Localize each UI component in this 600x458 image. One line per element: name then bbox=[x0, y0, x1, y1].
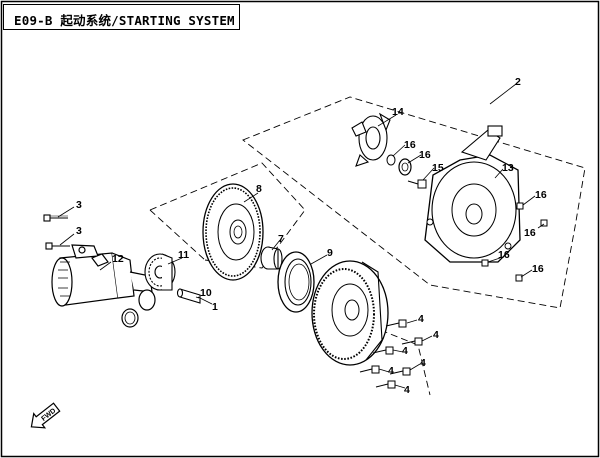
bolt-3b bbox=[45, 242, 70, 250]
leader-lines bbox=[57, 83, 545, 389]
callout-c16c: 16 bbox=[498, 249, 510, 261]
callout-c4e: 4 bbox=[388, 365, 394, 377]
washer-2 bbox=[398, 158, 412, 176]
housing-bolts bbox=[481, 202, 548, 282]
reduction-gear bbox=[202, 183, 264, 281]
pulley-bolt bbox=[407, 179, 427, 189]
shaft bbox=[176, 288, 201, 304]
callout-c9: 11 bbox=[178, 249, 189, 261]
callout-c4d: 4 bbox=[420, 357, 426, 369]
callout-c14: 16 bbox=[404, 139, 416, 151]
callout-c2: 2 bbox=[515, 76, 521, 88]
callout-c4f: 4 bbox=[404, 384, 410, 396]
callout-c3b: 3 bbox=[76, 225, 82, 237]
washer bbox=[386, 154, 396, 166]
pinion-gear bbox=[144, 253, 176, 291]
callout-c4a: 4 bbox=[418, 313, 424, 325]
seal-ring bbox=[277, 251, 315, 313]
o-ring bbox=[121, 308, 139, 328]
callout-c10: 12 bbox=[112, 253, 124, 265]
group-outline-recoil bbox=[242, 96, 586, 309]
callout-c16d: 16 bbox=[532, 263, 544, 275]
callout-c13: 15 bbox=[432, 162, 444, 174]
callout-c16a: 16 bbox=[535, 189, 547, 201]
flywheel bbox=[311, 260, 389, 366]
callout-c15: 16 bbox=[419, 149, 431, 161]
flywheel-bolts bbox=[359, 319, 423, 389]
starter-motor bbox=[51, 244, 156, 311]
callout-c4b: 4 bbox=[433, 329, 439, 341]
callout-c16b: 16 bbox=[524, 227, 536, 239]
callout-c5: 7 bbox=[278, 233, 284, 245]
title-box: E09-B 起动系统/STARTING SYSTEM bbox=[3, 4, 240, 30]
bolt-3a bbox=[43, 214, 68, 222]
callout-c12: 14 bbox=[392, 106, 404, 118]
callout-c11: 13 bbox=[502, 162, 514, 174]
recoil-starter bbox=[424, 125, 521, 263]
callout-c1: 1 bbox=[212, 301, 218, 313]
callout-c6: 8 bbox=[256, 183, 262, 195]
direction-arrow: FWD bbox=[30, 402, 61, 429]
callout-c3a: 3 bbox=[76, 199, 82, 211]
callout-c4c: 4 bbox=[402, 345, 408, 357]
page-title: E09-B 起动系统/STARTING SYSTEM bbox=[14, 13, 235, 28]
callout-labels: 3 3 12 11 10 1 8 7 9 2 14 16 16 15 13 16… bbox=[76, 76, 547, 396]
callout-c7: 9 bbox=[327, 247, 333, 259]
needle-bearing bbox=[260, 246, 283, 270]
callout-c8: 10 bbox=[200, 287, 212, 299]
